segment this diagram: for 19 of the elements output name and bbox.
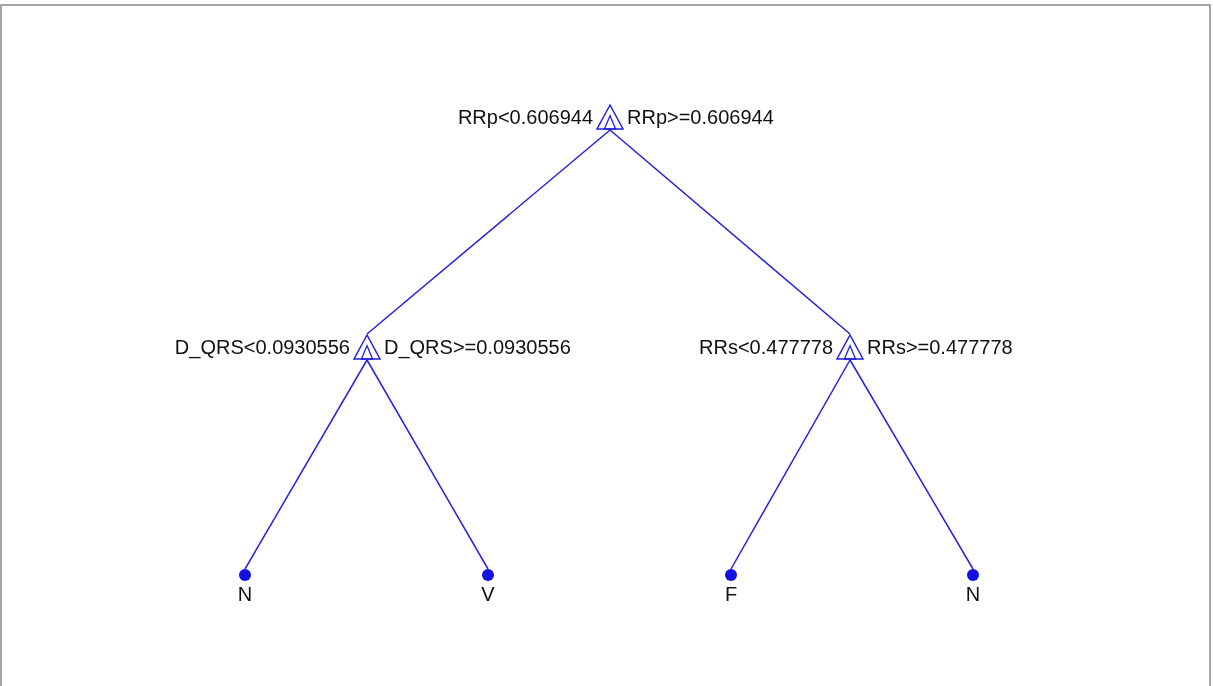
- tree-branch-line: [366, 129, 611, 335]
- split-condition-label: RRp<0.606944: [457, 105, 593, 129]
- split-node-triangle: [836, 334, 864, 360]
- split-node-triangle: [353, 334, 381, 360]
- split-condition-label: D_QRS<0.0930556: [174, 335, 350, 359]
- split-node-triangle: [596, 104, 624, 130]
- tree-branch-line: [849, 359, 974, 570]
- split-condition-label: RRp>=0.606944: [627, 105, 774, 129]
- tree-branch-line: [730, 359, 851, 570]
- class-label: N: [964, 583, 982, 605]
- tree-branch-line: [609, 129, 851, 335]
- split-condition-label: RRs>=0.477778: [867, 335, 1013, 359]
- split-condition-label: RRs<0.477778: [699, 335, 833, 359]
- class-label: V: [480, 583, 496, 605]
- class-label: F: [723, 583, 739, 605]
- class-label: N: [236, 583, 254, 605]
- tree-branch-line: [366, 359, 489, 570]
- split-condition-label: D_QRS>=0.0930556: [384, 335, 571, 359]
- tree-branch-line: [244, 359, 368, 570]
